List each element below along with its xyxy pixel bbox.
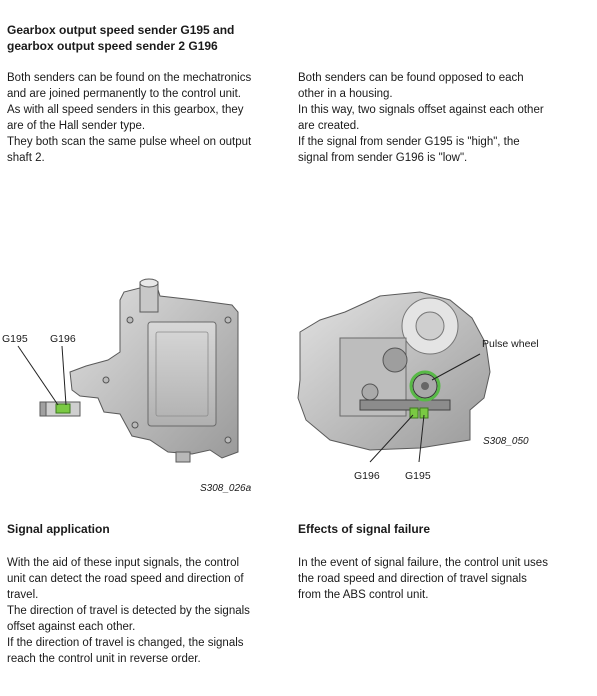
- text-line: from the ABS control unit.: [298, 589, 429, 601]
- figure-caption-left: S308_026a: [200, 483, 252, 494]
- signal-failure-paragraph: In the event of signal failure, the cont…: [298, 555, 593, 603]
- page-title: Gearbox output speed sender G195 and gea…: [7, 22, 307, 54]
- text-line: reach the control unit in reverse order.: [7, 653, 201, 665]
- intro-left-paragraph: Both senders can be found on the mechatr…: [7, 70, 287, 166]
- text-line: They both scan the same pulse wheel on o…: [7, 136, 252, 148]
- heading-signal-failure: Effects of signal failure: [298, 522, 431, 536]
- text-line: The direction of travel is detected by t…: [7, 605, 250, 617]
- text-line: Both senders can be found on the mechatr…: [7, 72, 252, 84]
- text-line: travel.: [7, 589, 39, 601]
- text-line: other in a housing.: [298, 88, 393, 100]
- title-line-1: Gearbox output speed sender G195 and: [7, 23, 235, 37]
- text-line: With the aid of these input signals, the…: [7, 557, 240, 569]
- text-line: are created.: [298, 120, 360, 132]
- text-line: unit can detect the road speed and direc…: [7, 573, 244, 585]
- text-line: Both senders can be found opposed to eac…: [298, 72, 524, 84]
- text-line: the road speed and direction of travel s…: [298, 573, 527, 585]
- heading-signal-application: Signal application: [7, 522, 110, 536]
- title-line-2: gearbox output speed sender 2 G196: [7, 39, 218, 53]
- text-line: In this way, two signals offset against …: [298, 104, 544, 116]
- intro-right-paragraph: Both senders can be found opposed to eac…: [298, 70, 588, 166]
- label-pulse-wheel: Pulse wheel: [482, 338, 539, 350]
- text-line: signal from sender G196 is "low".: [298, 152, 468, 164]
- label-g196-right: G196: [354, 470, 380, 482]
- text-line: and are joined permanently to the contro…: [7, 88, 241, 100]
- text-line: If the signal from sender G195 is "high"…: [298, 136, 520, 148]
- text-line: are of the Hall sender type.: [7, 120, 146, 132]
- text-line: In the event of signal failure, the cont…: [298, 557, 548, 569]
- label-g196-left: G196: [50, 333, 76, 345]
- signal-application-paragraph: With the aid of these input signals, the…: [7, 555, 287, 667]
- text-line: If the direction of travel is changed, t…: [7, 637, 244, 649]
- label-g195-left: G195: [2, 333, 28, 345]
- text-line: As with all speed senders in this gearbo…: [7, 104, 244, 116]
- figure-caption-right: S308_050: [483, 436, 529, 447]
- text-line: shaft 2.: [7, 152, 45, 164]
- label-g195-right: G195: [405, 470, 431, 482]
- text-line: offset against each other.: [7, 621, 136, 633]
